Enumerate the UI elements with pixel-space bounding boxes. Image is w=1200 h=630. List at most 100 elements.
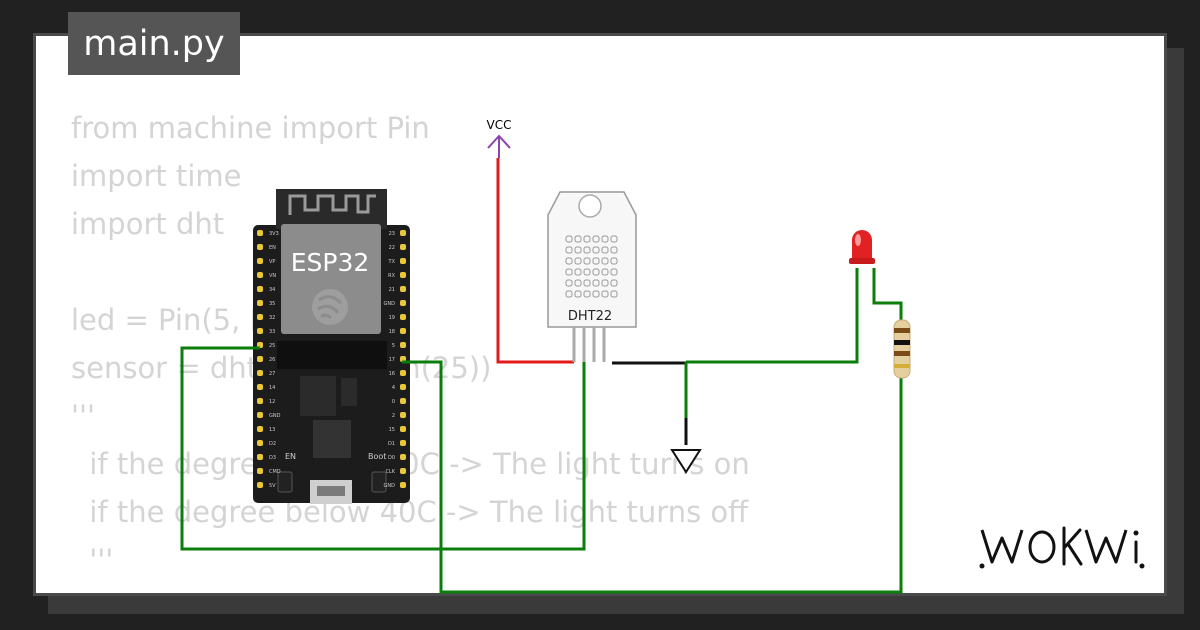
pin-pad[interactable] [257, 412, 263, 418]
pin-pad[interactable] [257, 426, 263, 432]
vcc-label: VCC [487, 118, 512, 132]
esp32-module [281, 224, 381, 334]
pin-pad[interactable] [400, 384, 406, 390]
pin-label: 35 [269, 301, 275, 307]
pin-pad[interactable] [257, 258, 263, 264]
power-wire[interactable] [496, 158, 574, 364]
pin-pad[interactable] [257, 314, 263, 320]
vent-hole [592, 246, 600, 254]
pin-pad[interactable] [400, 398, 406, 404]
pin-label: VN [269, 273, 276, 279]
pin-pad[interactable] [257, 244, 263, 250]
pin-pad[interactable] [257, 482, 263, 488]
left-pin-header: 3V3ENVPVN343532332526271412GND13D2D3CMD5… [257, 230, 281, 489]
en-label: EN [285, 452, 296, 461]
file-tab[interactable]: main.py [68, 12, 240, 75]
vent-hole [601, 235, 609, 243]
pin-label: RX [388, 273, 395, 279]
pin-pad[interactable] [400, 440, 406, 446]
vent-hole [574, 235, 582, 243]
pin-pad[interactable] [257, 398, 263, 404]
vent-hole [592, 257, 600, 265]
vent-hole [601, 246, 609, 254]
pin-label: 27 [269, 371, 275, 377]
pin-pad[interactable] [257, 300, 263, 306]
vent-hole [610, 279, 618, 287]
pin-pad[interactable] [400, 300, 406, 306]
vent-hole [574, 246, 582, 254]
pin-pad[interactable] [257, 440, 263, 446]
pin-label: D0 [388, 455, 395, 461]
pin-pad[interactable] [257, 370, 263, 376]
vent-hole [574, 257, 582, 265]
pin-pad[interactable] [400, 412, 406, 418]
vent-hole [565, 279, 573, 287]
pin-label: 32 [269, 315, 275, 321]
pin-label: D3 [269, 455, 276, 461]
pin-pad[interactable] [400, 328, 406, 334]
pin-pad[interactable] [400, 230, 406, 236]
dht22-vent-grid [565, 235, 618, 298]
esp32-board[interactable]: ESP32 EN Boot 3V3ENVPVN34353233252627141… [253, 189, 410, 504]
pin-label: 34 [269, 287, 275, 293]
ground-wire[interactable] [612, 361, 688, 445]
pin-pad[interactable] [400, 314, 406, 320]
pin-label: 0 [392, 399, 395, 405]
pin-label: 19 [389, 315, 395, 321]
led-icon[interactable] [849, 230, 875, 264]
pin-label: 26 [269, 357, 275, 363]
pin-label: 23 [389, 231, 395, 237]
pin-label: GND [384, 483, 396, 489]
pin-pad[interactable] [257, 328, 263, 334]
vent-hole [601, 257, 609, 265]
led-signal-wire[interactable] [402, 360, 903, 594]
en-button[interactable] [277, 471, 293, 493]
pin-label: 3V3 [269, 231, 279, 237]
vent-hole [601, 279, 609, 287]
vent-hole [610, 257, 618, 265]
pin-label: 15 [389, 427, 395, 433]
dht22-label: DHT22 [568, 309, 612, 324]
boot-label: Boot [368, 452, 386, 461]
pin-pad[interactable] [400, 482, 406, 488]
pin-label: 13 [269, 427, 275, 433]
vent-hole [592, 235, 600, 243]
vent-hole [583, 290, 591, 298]
pin-pad[interactable] [257, 384, 263, 390]
pin-pad[interactable] [400, 342, 406, 348]
led-ground-wire[interactable] [686, 268, 859, 364]
pin-pad[interactable] [400, 272, 406, 278]
resistor-icon[interactable] [893, 319, 911, 379]
pin-pad[interactable] [400, 426, 406, 432]
pin-label: TX [388, 259, 396, 265]
pin-pad[interactable] [400, 244, 406, 250]
boot-button[interactable] [371, 471, 387, 493]
sensor-data-wire[interactable] [180, 346, 586, 551]
pin-label: 22 [389, 245, 395, 251]
vent-hole [583, 279, 591, 287]
pin-pad[interactable] [400, 286, 406, 292]
pin-pad[interactable] [257, 272, 263, 278]
wokwi-logo-svg [979, 526, 1145, 569]
pin-pad[interactable] [400, 468, 406, 474]
pin-pad[interactable] [257, 356, 263, 362]
pin-pad[interactable] [257, 454, 263, 460]
vent-hole [592, 279, 600, 287]
pin-label: 16 [389, 371, 395, 377]
pin-pad[interactable] [400, 454, 406, 460]
pin-label: 17 [389, 357, 395, 363]
pin-pad[interactable] [400, 258, 406, 264]
wokwi-logo [978, 520, 1148, 574]
pin-pad[interactable] [257, 230, 263, 236]
pin-pad[interactable] [257, 468, 263, 474]
pin-label: 21 [389, 287, 395, 293]
pin-pad[interactable] [257, 286, 263, 292]
pin-pad[interactable] [400, 370, 406, 376]
vent-hole [583, 235, 591, 243]
vent-hole [565, 290, 573, 298]
pin-label: GND [384, 301, 396, 307]
dht22-sensor[interactable]: DHT22 [547, 191, 637, 362]
vent-hole [601, 268, 609, 276]
